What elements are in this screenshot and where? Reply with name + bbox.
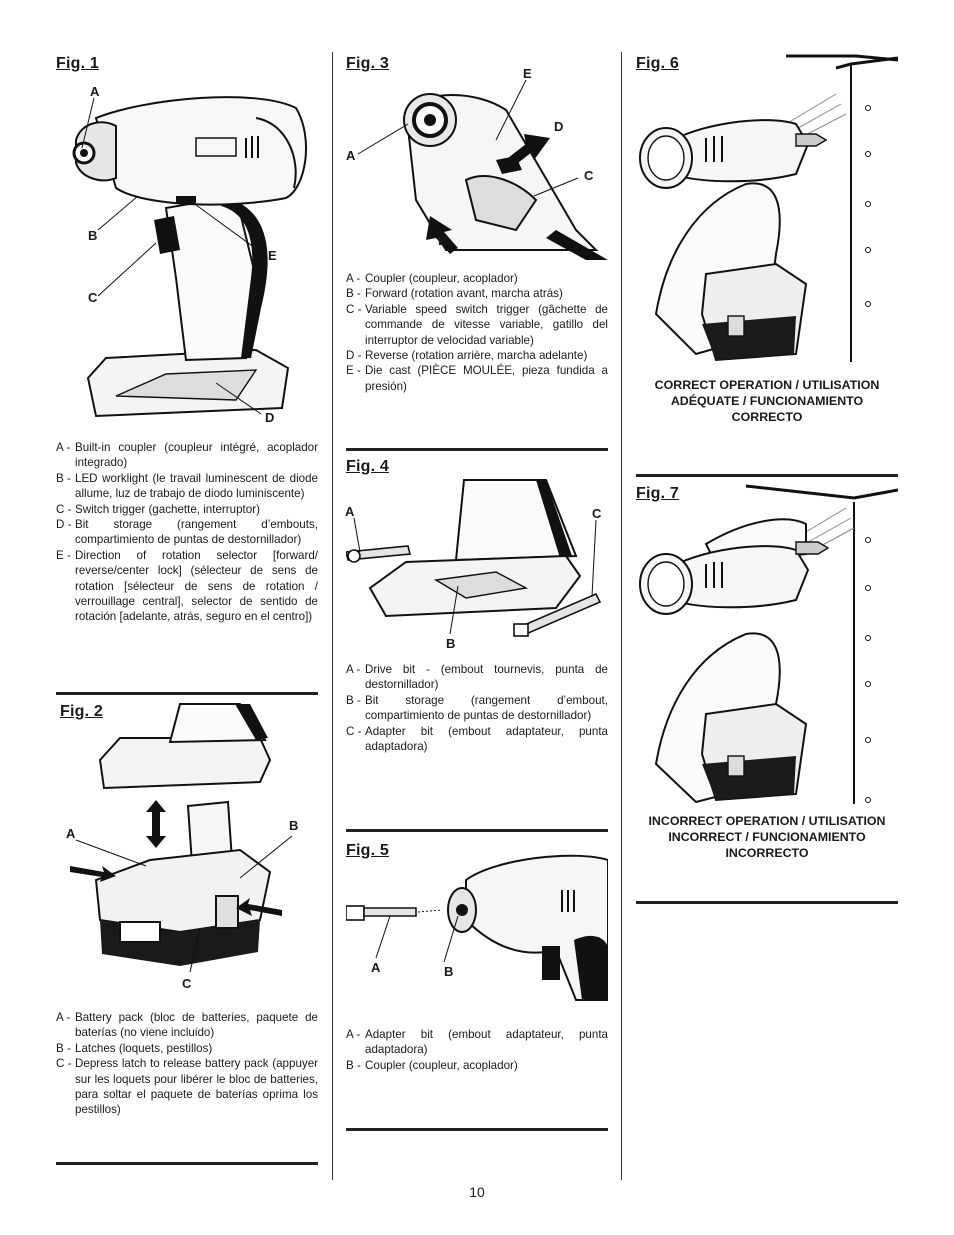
fig5-callout-b: B bbox=[444, 964, 454, 979]
fig2-battery-illustration bbox=[70, 703, 293, 973]
legend-item: B -Bit storage (rangement d’embout, comp… bbox=[346, 693, 608, 723]
fig1-title: Fig. 1 bbox=[56, 55, 99, 72]
fig3-callout-b: B bbox=[438, 233, 448, 248]
legend-item: A -Battery pack (bloc de batteries, paqu… bbox=[56, 1011, 318, 1040]
legend-item: C -Variable speed switch trigger (gâchet… bbox=[346, 302, 608, 347]
legend-item: D -Bit storage (rangement d’embouts, com… bbox=[56, 518, 318, 547]
fig2-title: Fig. 2 bbox=[60, 703, 103, 720]
fig6-title: Fig. 6 bbox=[636, 55, 679, 72]
fig4-title: Fig. 4 bbox=[346, 458, 389, 475]
fig5-callout-a: A bbox=[371, 960, 381, 975]
fig2-bottom-rule bbox=[56, 1162, 318, 1165]
fig7-top-rule bbox=[636, 474, 898, 477]
fig7-caption: INCORRECT OPERATION / UTILISATION INCORR… bbox=[648, 814, 886, 860]
legend-item: B -Latches (loquets, pestillos) bbox=[56, 1041, 213, 1055]
fig1-callout-e: E bbox=[268, 248, 277, 263]
fig6-caption: CORRECT OPERATION / UTILISATION ADÉQUATE… bbox=[654, 378, 880, 424]
fig7-bottom-rule bbox=[636, 901, 898, 904]
fig5-title: Fig. 5 bbox=[346, 842, 389, 859]
page-number: 10 bbox=[469, 1184, 485, 1200]
fig3-callout-d: D bbox=[554, 119, 564, 134]
legend-item: D -Reverse (rotation arrière, marcha ade… bbox=[346, 349, 588, 363]
column-divider-left bbox=[332, 52, 333, 1180]
fig4-callout-b: B bbox=[446, 636, 456, 651]
fig1-drill-illustration bbox=[72, 96, 307, 418]
fig3-callout-a: A bbox=[346, 148, 356, 163]
fig2-callout-c: C bbox=[182, 976, 192, 991]
legend-item: B -Forward (rotation avant, marcha atrás… bbox=[346, 287, 563, 301]
fig2-callout-a: A bbox=[66, 826, 76, 841]
legend-item: C -Adapter bit (embout adaptateur, punta… bbox=[346, 724, 608, 754]
fig4-callout-c: C bbox=[592, 506, 602, 521]
fig2-top-rule bbox=[56, 692, 318, 695]
fig5-legend: A -Adapter bit (embout adaptateur, punta… bbox=[346, 1027, 608, 1073]
fig4-top-rule bbox=[346, 448, 608, 451]
fig4-callout-a: A bbox=[345, 504, 355, 519]
fig4-bits-illustration bbox=[346, 479, 602, 637]
fig1-legend: A -Built-in coupler (coupleur intégré, a… bbox=[56, 440, 318, 625]
legend-item: C -Switch trigger (gachette, interruptor… bbox=[56, 502, 260, 516]
fig3-legend: A -Coupler (coupleur, acoplador) B -Forw… bbox=[346, 271, 608, 394]
fig1-callout-c: C bbox=[88, 290, 98, 305]
fig3-selector-illustration bbox=[357, 79, 608, 260]
fig3-callout-e: E bbox=[523, 66, 532, 81]
fig3-title: Fig. 3 bbox=[346, 55, 389, 72]
fig1-callout-b: B bbox=[88, 228, 98, 243]
column-divider-right bbox=[621, 52, 622, 1180]
legend-item: A -Built-in coupler (coupleur intégré, a… bbox=[56, 441, 318, 470]
fig2-legend: A -Battery pack (bloc de batteries, paqu… bbox=[56, 1010, 318, 1118]
legend-item: A -Coupler (coupleur, acoplador) bbox=[346, 272, 518, 285]
fig7-incorrect-operation-illustration bbox=[639, 484, 898, 804]
legend-item: B -Coupler (coupleur, acoplador) bbox=[346, 1058, 518, 1072]
legend-item: A -Drive bit - (embout tournevis, punta … bbox=[346, 663, 608, 692]
fig3-callout-c: C bbox=[584, 168, 594, 183]
fig7-title: Fig. 7 bbox=[636, 485, 679, 502]
legend-item: C -Depress latch to release battery pack… bbox=[56, 1057, 318, 1117]
legend-item: E -Direction of rotation selector [forwa… bbox=[56, 548, 318, 624]
fig1-callout-a: A bbox=[90, 84, 100, 99]
fig5-bottom-rule bbox=[346, 1128, 608, 1131]
fig4-legend: A -Drive bit - (embout tournevis, punta … bbox=[346, 662, 608, 754]
fig5-adapter-illustration bbox=[346, 854, 608, 1001]
legend-item: E -Die cast (PIÈCE MOULÉE, pieza fundida… bbox=[346, 364, 608, 393]
fig1-callout-d: D bbox=[265, 410, 275, 425]
legend-item: A -Adapter bit (embout adaptateur, punta… bbox=[346, 1028, 608, 1057]
fig2-callout-b: B bbox=[289, 818, 299, 833]
fig6-correct-operation-illustration bbox=[639, 54, 898, 362]
legend-item: B -LED worklight (le travail luminescent… bbox=[56, 471, 318, 501]
fig5-top-rule bbox=[346, 829, 608, 832]
